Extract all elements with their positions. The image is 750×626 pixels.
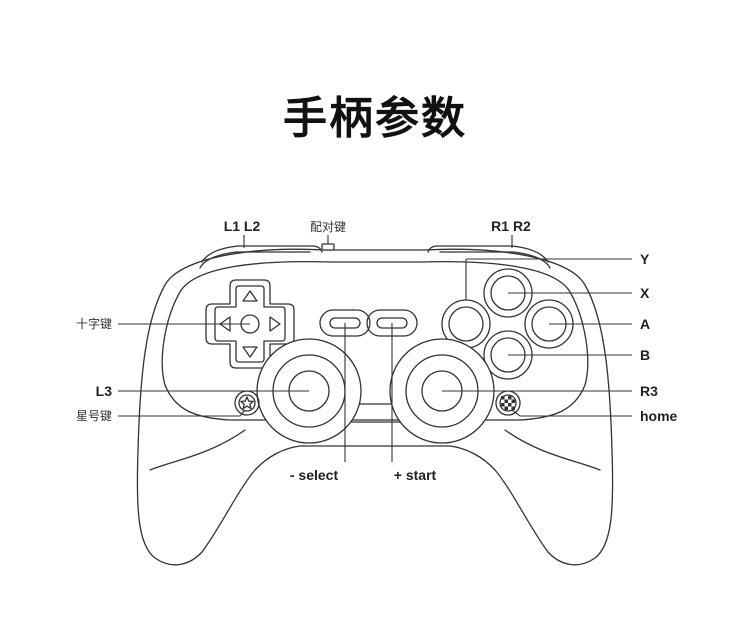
home-label: home (640, 408, 678, 424)
dpad-right-arrow-icon (269, 316, 281, 332)
pair-button[interactable] (321, 243, 335, 251)
checkered-home-icon (501, 396, 515, 410)
dpad-label: 十字键 (76, 316, 112, 331)
star-button[interactable] (234, 390, 260, 416)
l3-label: L3 (96, 383, 113, 399)
right-grip-contour (504, 429, 601, 471)
select-label: - select (290, 467, 339, 483)
a-label: A (640, 316, 650, 332)
star-icon (240, 396, 254, 410)
controller-body (136, 248, 614, 566)
left-grip-contour (149, 429, 246, 471)
x-label: X (640, 285, 650, 301)
l1-l2-label: L1 L2 (224, 218, 261, 234)
r1-r2-label: R1 R2 (491, 218, 531, 234)
leader-lines (118, 235, 632, 462)
r3-label: R3 (640, 383, 658, 399)
home-button[interactable] (495, 390, 521, 416)
y-label: Y (640, 251, 650, 267)
pair-key-label: 配对键 (310, 220, 346, 234)
star-key-label: 星号键 (76, 409, 112, 423)
b-label: B (640, 347, 650, 363)
face-plate (161, 261, 589, 421)
start-label: + start (394, 467, 437, 483)
dpad-up-arrow-icon (242, 290, 258, 302)
dpad-down-arrow-icon (242, 346, 258, 358)
page-title: 手柄参数 (283, 93, 467, 144)
